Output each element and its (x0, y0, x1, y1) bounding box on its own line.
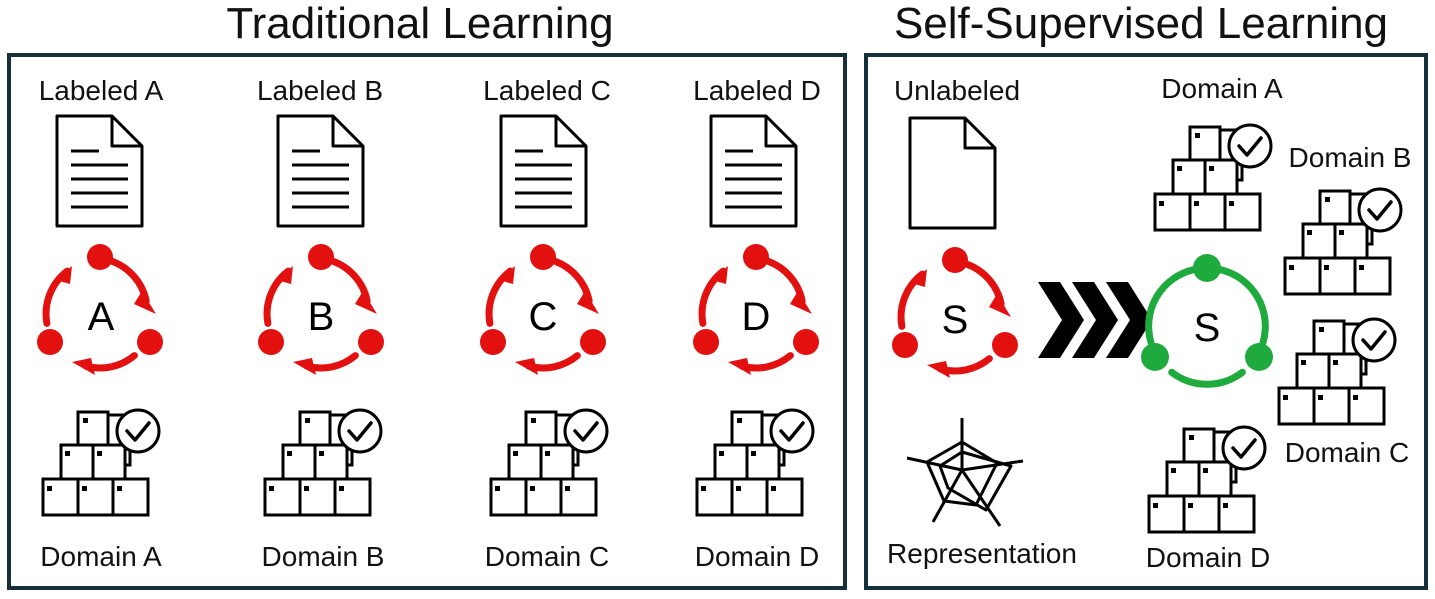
column-d: Labeled D D Domain D (693, 75, 821, 572)
chevron-arrows-icon (1038, 282, 1152, 358)
ssl-domain-d-label: Domain D (1146, 542, 1270, 573)
traditional-frame (7, 53, 847, 590)
stacked-boxes-check-icon (489, 408, 609, 517)
column-a: Labeled A A Domain A (37, 75, 164, 572)
stacked-boxes-check-icon (1153, 123, 1273, 232)
column-c: Labeled C C Domain C (480, 75, 611, 572)
domain-c-label: Domain C (485, 541, 609, 572)
self-supervised-frame (864, 53, 1428, 590)
finetuned-model-label: S (1194, 306, 1221, 350)
labeled-a-label: Labeled A (39, 75, 164, 106)
stacked-boxes-check-icon (1147, 425, 1267, 534)
domain-d-label: Domain D (695, 541, 819, 572)
pretrain-model-label: S (942, 298, 969, 342)
stacked-boxes-check-icon (1283, 187, 1403, 296)
representation-label: Representation (887, 538, 1077, 569)
model-c-label: C (529, 295, 558, 339)
domain-b-label: Domain B (262, 541, 385, 572)
stacked-boxes-check-icon (695, 408, 815, 517)
labeled-c-label: Labeled C (483, 75, 611, 106)
document-icon (499, 114, 588, 228)
stacked-boxes-check-icon (1277, 317, 1397, 426)
column-b: Labeled B B Domain B (257, 75, 385, 572)
model-d-label: D (742, 295, 771, 339)
domain-a-label: Domain A (40, 541, 162, 572)
stacked-boxes-check-icon (263, 408, 383, 517)
model-a-label: A (88, 295, 115, 339)
stacked-boxes-check-icon (41, 408, 161, 517)
blank-document-icon (908, 116, 997, 230)
ssl-domain-a-label: Domain A (1161, 73, 1283, 104)
document-icon (709, 114, 798, 228)
model-b-label: B (308, 295, 335, 339)
traditional-title: Traditional Learning (226, 0, 613, 48)
ssl-domain-c-label: Domain C (1285, 437, 1409, 468)
radar-chart-icon (906, 418, 1024, 527)
labeled-d-label: Labeled D (693, 75, 821, 106)
document-icon (276, 114, 365, 228)
labeled-b-label: Labeled B (257, 75, 383, 106)
unlabeled-label: Unlabeled (894, 75, 1020, 106)
document-icon (55, 114, 144, 228)
self-supervised-title: Self-Supervised Learning (894, 0, 1388, 48)
ssl-domain-b-label: Domain B (1289, 142, 1412, 173)
